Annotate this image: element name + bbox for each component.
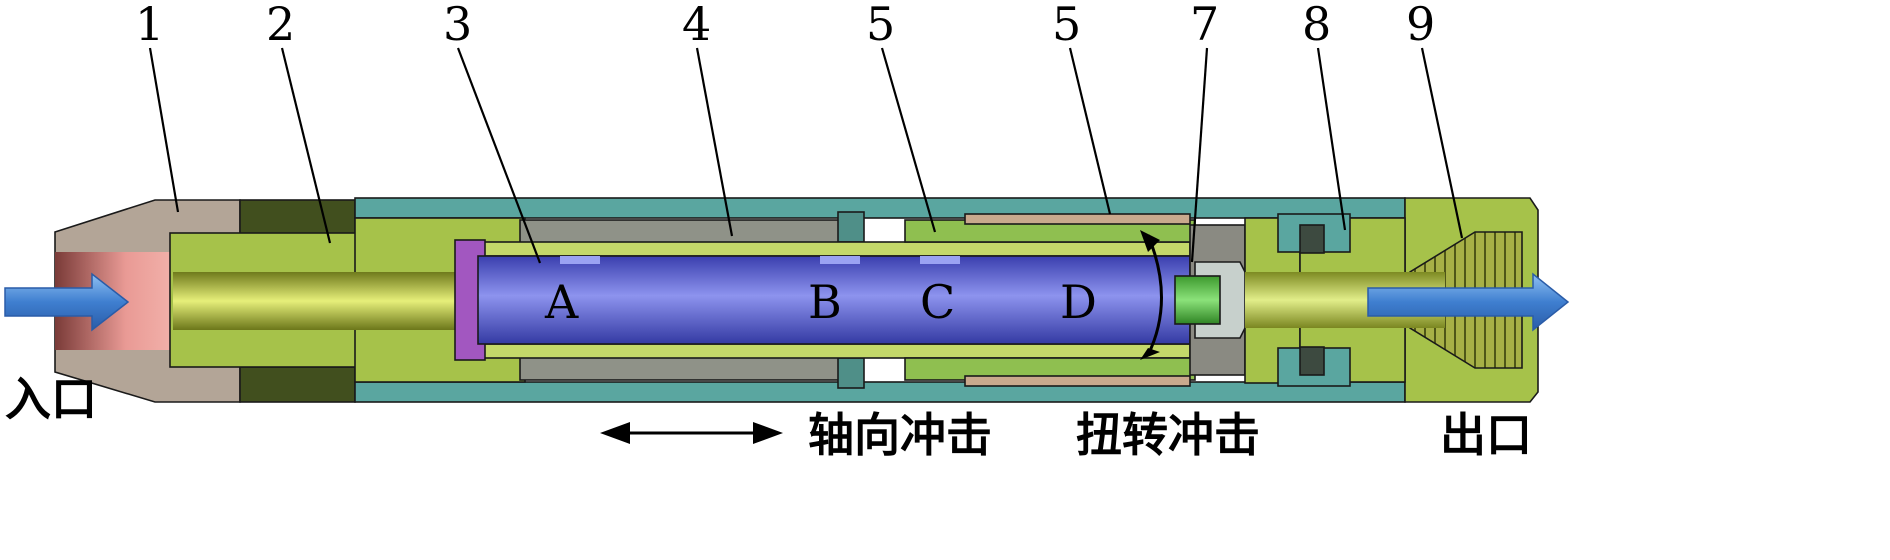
housing-tube-top [354, 197, 1406, 219]
callout-2: 2 [266, 0, 295, 51]
connector-bore [173, 272, 463, 330]
outlet-flow-arrow [1367, 272, 1570, 332]
callout-3: 3 [443, 0, 472, 51]
torsion-rotation-arrow [1140, 230, 1163, 360]
part-3-shaft [454, 239, 1191, 361]
outer-housing [54, 197, 1539, 403]
inlet-label: 入口 [5, 372, 97, 426]
callout-9: 9 [1406, 0, 1435, 51]
torsional-impact-label: 扭转冲击 [1076, 408, 1260, 462]
callout-8: 8 [1302, 0, 1331, 51]
callout-labels: 1 2 3 4 5 5 7 8 9 [135, 0, 1435, 51]
part-2-dark-ring-top [239, 199, 356, 236]
callout-1: 1 [135, 0, 164, 51]
housing-tube-bottom [354, 381, 1406, 403]
callout-7: 7 [1190, 0, 1219, 51]
axial-impact-label: 轴向冲击 [808, 408, 992, 462]
inlet-flow-arrow [4, 272, 130, 332]
callout-5b: 5 [1052, 0, 1081, 51]
zone-labels: A B C D [544, 275, 1097, 329]
callout-4: 4 [682, 0, 711, 51]
part-4-hammer [519, 211, 865, 389]
part-2-dark-ring-bottom [239, 366, 356, 403]
zone-d: D [1060, 275, 1097, 329]
zone-b: B [808, 275, 842, 329]
leader-lines [148, 47, 1464, 264]
zone-a: A [544, 275, 579, 329]
axial-double-arrow [600, 422, 783, 444]
callout-5a: 5 [866, 0, 895, 51]
zone-c: C [920, 275, 955, 329]
outlet-label: 出口 [1440, 408, 1532, 462]
